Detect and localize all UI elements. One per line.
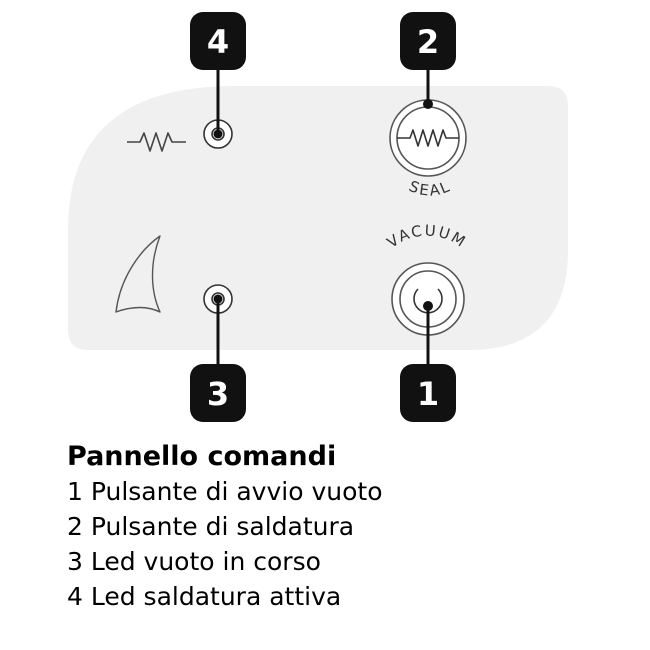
legend: Pannello comandi 1 Pulsante di avvio vuo… — [67, 440, 627, 614]
callout-badge-2: 2 — [400, 12, 456, 70]
vacuum-symbol-icon — [115, 235, 161, 313]
connector-dot-3 — [213, 294, 223, 304]
svg-text:3: 3 — [207, 375, 229, 413]
vacuum-start-button[interactable] — [391, 262, 465, 336]
svg-text:4: 4 — [207, 23, 229, 61]
legend-title: Pannello comandi — [67, 441, 337, 472]
seal-label: SEAL — [406, 177, 453, 200]
legend-item: 3 Led vuoto in corso — [67, 547, 321, 576]
callout-badge-3: 3 — [190, 364, 246, 422]
panel-background — [68, 86, 568, 350]
connector-dot-2 — [423, 99, 433, 109]
legend-item: 4 Led saldatura attiva — [67, 582, 342, 611]
svg-text:2: 2 — [417, 23, 439, 61]
legend-item: 2 Pulsante di saldatura — [67, 512, 355, 541]
resistor-symbol-icon — [127, 132, 186, 152]
callout-badge-4: 4 — [190, 12, 246, 70]
heater-resistor-icon — [397, 129, 459, 147]
connector-dot-4 — [213, 129, 223, 139]
svg-text:1: 1 — [417, 375, 439, 413]
connector-dot-1 — [423, 301, 433, 311]
control-panel-diagram: SEAL VACUUM 4 2 3 1 — [68, 12, 568, 422]
callout-badge-1: 1 — [400, 364, 456, 422]
seal-button[interactable] — [389, 99, 467, 177]
legend-item: 1 Pulsante di avvio vuoto — [67, 477, 383, 506]
